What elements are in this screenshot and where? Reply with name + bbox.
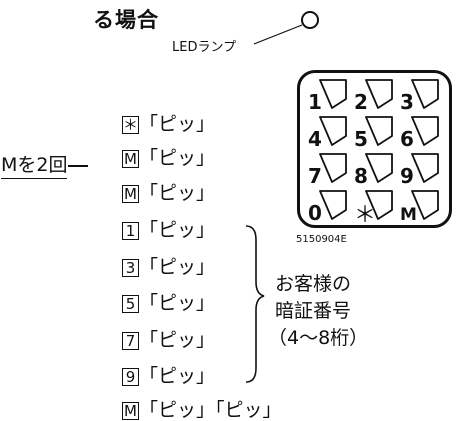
boxed-key: 5	[122, 295, 139, 313]
press-m-twice-text: Mを2回	[1, 154, 68, 179]
boxed-key: M	[122, 185, 139, 203]
key-label: 2	[354, 90, 368, 114]
key-shape-icon	[411, 116, 439, 146]
keypad-panel: 1 2 3 4 5 6 7 8 9 0 ＊ M	[297, 70, 452, 228]
boxed-key: M	[122, 150, 139, 168]
step-row: 5「ピッ」	[122, 294, 215, 313]
key-three[interactable]: 3	[398, 77, 442, 117]
key-shape-icon	[365, 116, 393, 146]
key-label: 1	[308, 90, 322, 114]
beep-sound: 「ピッ」	[139, 113, 216, 135]
key-m[interactable]: M	[398, 188, 442, 228]
beep-sound: 「ピッ」	[139, 365, 216, 387]
step-row: M「ピッ」「ピッ」	[122, 401, 282, 420]
step-row: 9「ピッ」	[122, 367, 215, 386]
boxed-key: 7	[122, 332, 139, 350]
led-lamp-icon	[301, 11, 319, 29]
boxed-key: 1	[122, 222, 139, 240]
boxed-key: ＊	[122, 116, 139, 134]
key-eight[interactable]: 8	[352, 151, 396, 191]
boxed-key: M	[122, 402, 139, 420]
code-note-brace	[245, 225, 265, 383]
key-label: 8	[354, 164, 368, 188]
key-label: 0	[308, 201, 322, 225]
key-label: 6	[400, 127, 414, 151]
key-shape-icon	[411, 190, 439, 220]
key-shape-icon	[319, 79, 347, 109]
key-one[interactable]: 1	[306, 77, 350, 117]
step-row: 1「ピッ」	[122, 221, 215, 240]
key-label: 4	[308, 127, 322, 151]
key-shape-icon	[319, 190, 347, 220]
step-row: 3「ピッ」	[122, 258, 215, 277]
beep-sound: 「ピッ」	[139, 219, 216, 241]
key-star[interactable]: ＊	[352, 188, 396, 228]
key-shape-icon	[365, 153, 393, 183]
key-label: 9	[400, 164, 414, 188]
boxed-key: 3	[122, 259, 139, 277]
key-label: 3	[400, 90, 414, 114]
key-four[interactable]: 4	[306, 114, 350, 154]
boxed-key: 9	[122, 368, 139, 386]
key-seven[interactable]: 7	[306, 151, 350, 191]
code-note-line-1: お客様の	[275, 273, 352, 295]
section-heading: る場合	[93, 8, 159, 32]
beep-sound: 「ピッ」	[139, 329, 216, 351]
code-note-line-2: 暗証番号	[275, 300, 352, 322]
key-label: ＊	[354, 203, 377, 228]
beep-sound: 「ピッ」	[139, 256, 216, 278]
key-shape-icon	[319, 116, 347, 146]
key-two[interactable]: 2	[352, 77, 396, 117]
step-row: ＊「ピッ」	[122, 115, 215, 134]
key-label: 7	[308, 164, 322, 188]
key-label: M	[400, 205, 417, 225]
key-zero[interactable]: 0	[306, 188, 350, 228]
key-shape-icon	[365, 190, 393, 220]
key-shape-icon	[319, 153, 347, 183]
led-leader-line	[253, 24, 303, 45]
step-row: M「ピッ」	[122, 184, 215, 203]
key-nine[interactable]: 9	[398, 151, 442, 191]
beep-sound: 「ピッ」	[139, 292, 216, 314]
beep-sound: 「ピッ」	[139, 147, 216, 169]
press-m-twice-label: Mを2回	[1, 150, 89, 179]
connector-dash	[68, 164, 89, 167]
key-shape-icon	[411, 79, 439, 109]
key-five[interactable]: 5	[352, 114, 396, 154]
beep-sound: 「ピッ」	[139, 182, 216, 204]
beep-sound: 「ピッ」「ピッ」	[139, 399, 282, 421]
key-six[interactable]: 6	[398, 114, 442, 154]
code-note-line-3: （4〜8桁）	[268, 327, 369, 349]
led-lamp-label: LEDランプ	[172, 40, 237, 55]
step-row: M「ピッ」	[122, 149, 215, 168]
step-row: 7「ピッ」	[122, 331, 215, 350]
figure-code: 5150904E	[296, 234, 347, 245]
key-shape-icon	[411, 153, 439, 183]
key-shape-icon	[365, 79, 393, 109]
key-label: 5	[354, 127, 368, 151]
